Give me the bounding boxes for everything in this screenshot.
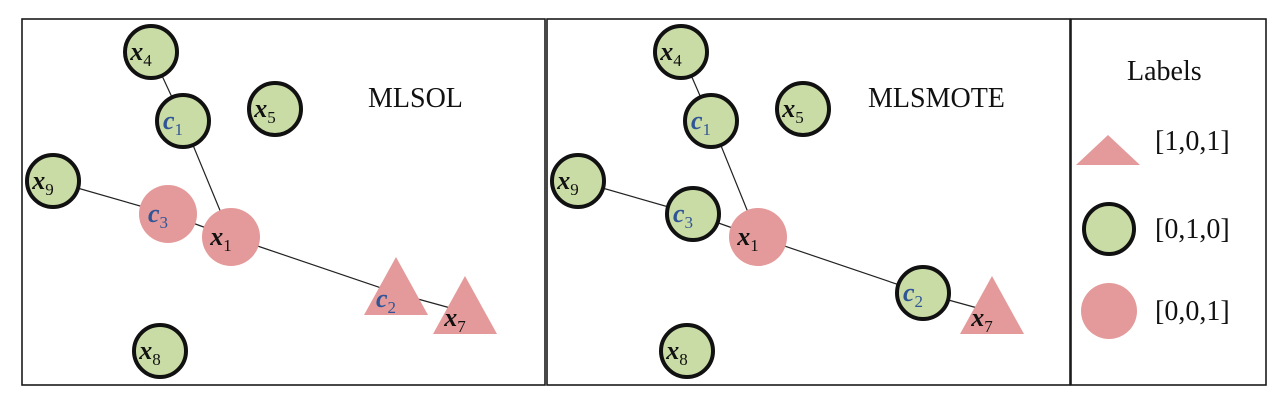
mlsol-node-x1-label: x1 bbox=[209, 222, 232, 255]
mlsmote-node-c1-circle bbox=[683, 93, 739, 149]
mlsmote-node-x7-label: x7 bbox=[970, 303, 993, 336]
mlsol-node-x9: x9 bbox=[25, 153, 81, 209]
panel-mlsol-title: MLSOL bbox=[368, 83, 463, 114]
mlsol-node-c3-circle bbox=[139, 185, 197, 243]
mlsmote-node-x4-label: x4 bbox=[659, 37, 682, 70]
mlsmote-node-c1-label: c1 bbox=[691, 106, 711, 139]
panel-mlsmote: MLSMOTE x4 c1 x5 x9 c3 x1 c2 x7 x8 bbox=[546, 18, 1071, 386]
mlsmote-node-x9: x9 bbox=[550, 153, 606, 209]
mlsol-node-x5-circle bbox=[247, 81, 303, 137]
mlsmote-node-x5-circle bbox=[775, 81, 831, 137]
mlsmote-node-c2: c2 bbox=[895, 265, 951, 321]
legend-label-3: [0,0,1] bbox=[1155, 296, 1230, 327]
mlsol-node-x7-triangle bbox=[433, 276, 497, 334]
mlsol-node-x1: x1 bbox=[202, 208, 260, 266]
panel-mlsol: MLSOL x4 c1 x5 x9 c3 x1 c2 x7 x8 bbox=[21, 18, 546, 386]
mlsmote-node-x1-circle bbox=[729, 208, 787, 266]
mlsmote-node-x8-circle bbox=[659, 323, 715, 379]
mlsmote-node-c2-label: c2 bbox=[903, 278, 923, 311]
legend-pink-circle-marker bbox=[1081, 283, 1137, 339]
mlsol-node-x5: x5 bbox=[247, 81, 303, 137]
mlsol-node-c2: c2 bbox=[364, 257, 428, 317]
mlsmote-node-x9-label: x9 bbox=[556, 166, 579, 199]
mlsol-node-x7-label: x7 bbox=[443, 303, 466, 336]
mlsmote-node-c3-label: c3 bbox=[673, 199, 693, 232]
mlsol-node-c2-label: c2 bbox=[376, 284, 396, 317]
mlsmote-node-x4: x4 bbox=[653, 24, 709, 80]
mlsol-node-c1-label: c1 bbox=[163, 106, 183, 139]
mlsmote-node-x8: x8 bbox=[659, 323, 715, 379]
panel-mlsmote-title: MLSMOTE bbox=[868, 83, 1005, 114]
mlsmote-node-x7-triangle bbox=[960, 276, 1024, 334]
mlsol-node-c3: c3 bbox=[139, 185, 197, 243]
mlsmote-node-c3: c3 bbox=[665, 186, 721, 242]
mlsmote-node-x9-circle bbox=[550, 153, 606, 209]
mlsol-node-c1-circle bbox=[155, 93, 211, 149]
legend-label-2: [0,1,0] bbox=[1155, 214, 1230, 245]
legend: Labels [1,0,1] [0,1,0] [0,0,1] bbox=[1070, 18, 1267, 386]
mlsmote-node-x8-label: x8 bbox=[665, 336, 688, 369]
mlsmote-node-x5-label: x5 bbox=[781, 94, 804, 127]
mlsol-node-c3-label: c3 bbox=[148, 199, 168, 232]
mlsol-node-x9-circle bbox=[25, 153, 81, 209]
mlsol-edge-x1-c2 bbox=[230, 236, 397, 294]
mlsol-node-x4: x4 bbox=[123, 24, 179, 80]
mlsmote-node-x7: x7 bbox=[960, 276, 1024, 336]
panel-mlsol-nodes: x4 c1 x5 x9 c3 x1 c2 x7 x8 bbox=[25, 24, 497, 379]
legend-triangle-marker bbox=[1076, 135, 1140, 165]
mlsol-node-x9-label: x9 bbox=[31, 166, 54, 199]
mlsmote-node-c2-circle bbox=[895, 265, 951, 321]
mlsmote-node-x1: x1 bbox=[729, 208, 787, 266]
mlsmote-node-x4-circle bbox=[653, 24, 709, 80]
mlsol-node-c1: c1 bbox=[155, 93, 211, 149]
mlsmote-node-c1: c1 bbox=[683, 93, 739, 149]
mlsol-node-x1-circle bbox=[202, 208, 260, 266]
legend-title: Labels bbox=[1127, 56, 1202, 87]
mlsmote-node-x5: x5 bbox=[775, 81, 831, 137]
legend-green-circle-marker bbox=[1082, 202, 1136, 256]
legend-label-1: [1,0,1] bbox=[1155, 126, 1230, 157]
mlsol-node-c2-triangle bbox=[364, 257, 428, 315]
mlsol-node-x8: x8 bbox=[132, 323, 188, 379]
mlsol-node-x4-circle bbox=[123, 24, 179, 80]
panel-mlsmote-nodes: x4 c1 x5 x9 c3 x1 c2 x7 x8 bbox=[550, 24, 1024, 379]
mlsol-node-x8-label: x8 bbox=[138, 336, 161, 369]
mlsol-node-x5-label: x5 bbox=[253, 94, 276, 127]
mlsol-node-x7: x7 bbox=[433, 276, 497, 336]
mlsmote-node-x1-label: x1 bbox=[736, 222, 759, 255]
mlsol-node-x4-label: x4 bbox=[129, 37, 152, 70]
mlsmote-edge-x1-c2 bbox=[757, 236, 924, 294]
mlsmote-node-c3-circle bbox=[665, 186, 721, 242]
mlsol-node-x8-circle bbox=[132, 323, 188, 379]
